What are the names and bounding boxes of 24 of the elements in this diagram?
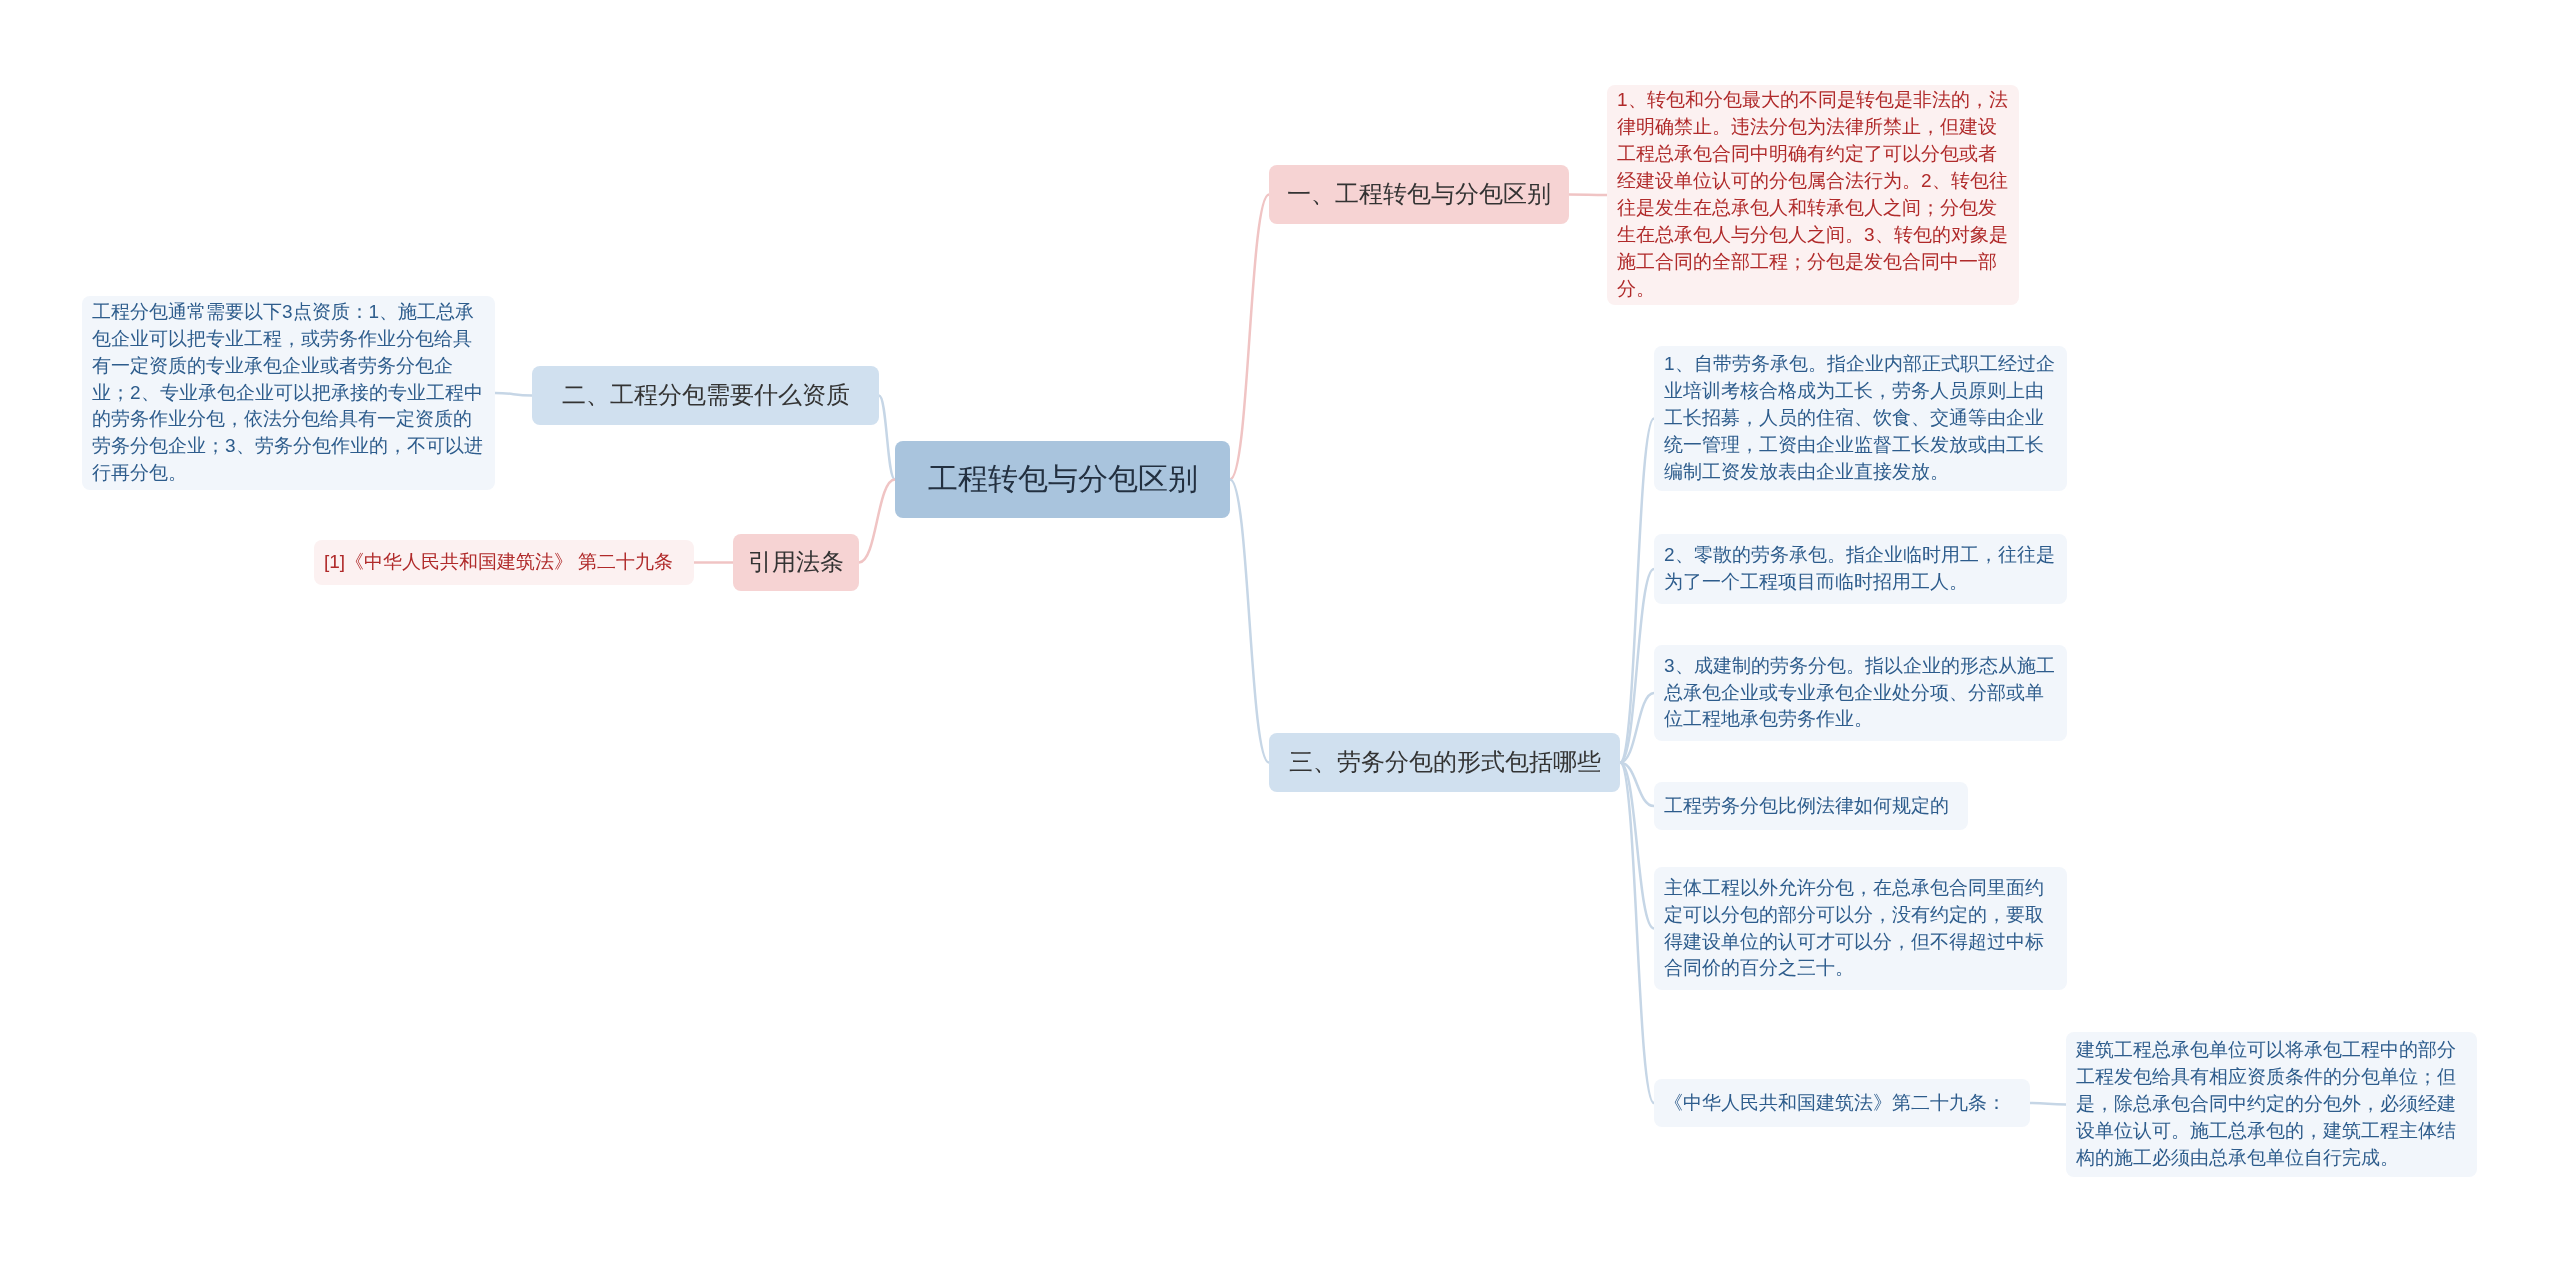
connector-line (1229, 193, 1270, 481)
connector-line (495, 391, 532, 397)
note-box: 建筑工程总承包单位可以将承包工程中的部分工程发包给具有相应资质条件的分包单位；但是，除总承包合同中约定的分包外，必须经建设单位认可。施工总承包的，建筑工程主体结构的施工必须由总承包单位自行完成。 (2066, 1032, 2477, 1177)
topic-box: 引用法条 (733, 534, 859, 591)
note-box: [1]《中华人民共和国建筑法》 第二十九条 (314, 540, 694, 585)
connector-line (1618, 761, 1656, 1104)
connector-line (878, 394, 896, 481)
connector-line (858, 478, 896, 564)
note-box: 工程分包通常需要以下3点资质：1、施工总承包企业可以把专业工程，或劳务作业分包给具有一定资质的专业承包企业或者劳务分包企业；2、专业承包企业可以把承接的专业工程中的劳务作业分包，依法分包给具有一定资质的劳务分包企业；3、劳务分包作业的，不可以进行再分包。 (82, 296, 495, 490)
connector-line (2030, 1101, 2066, 1106)
note-box: 3、成建制的劳务分包。指以企业的形态从施工总承包企业或专业承包企业处分项、分部或单位工程地承包劳务作业。 (1654, 645, 2067, 741)
connector-line (1229, 478, 1270, 764)
note-box: 主体工程以外允许分包，在总承包合同里面约定可以分包的部分可以分，没有约定的，要取得建设单位的认可才可以分，但不得超过中标合同价的百分之三十。 (1654, 867, 2067, 990)
topic-box: 一、工程转包与分包区别 (1269, 165, 1569, 224)
note-box: 1、转包和分包最大的不同是转包是非法的，法律明确禁止。违法分包为法律所禁止，但建设工程总承包合同中明确有约定了可以分包或者经建设单位认可的分包属合法行为。2、转包往往是发生在总承包人和转承包人之间；分包发生在总承包人与分包人之间。3、转包的对象是施工合同的全部工程；分包是发包合同中一部分。 (1607, 85, 2019, 305)
note-box: 2、零散的劳务承包。指企业临时用工，往往是为了一个工程项目而临时招用工人。 (1654, 534, 2067, 604)
connector-line (694, 561, 733, 564)
note-box: 工程劳务分包比例法律如何规定的 (1654, 782, 1968, 830)
topic-box: 工程转包与分包区别 (895, 441, 1230, 518)
topic-box: 二、工程分包需要什么资质 (532, 366, 879, 425)
note-box: 1、自带劳务承包。指企业内部正式职工经过企业培训考核合格成为工长，劳务人员原则上由工长招募，人员的住宿、饮食、交通等由企业统一管理，工资由企业监督工长发放或由工长编制工资发放表由企业直接发放。 (1654, 346, 2067, 491)
topic-box: 三、劳务分包的形式包括哪些 (1269, 733, 1620, 792)
connector-line (1569, 193, 1607, 197)
note-box: 《中华人民共和国建筑法》第二十九条： (1654, 1079, 2030, 1127)
